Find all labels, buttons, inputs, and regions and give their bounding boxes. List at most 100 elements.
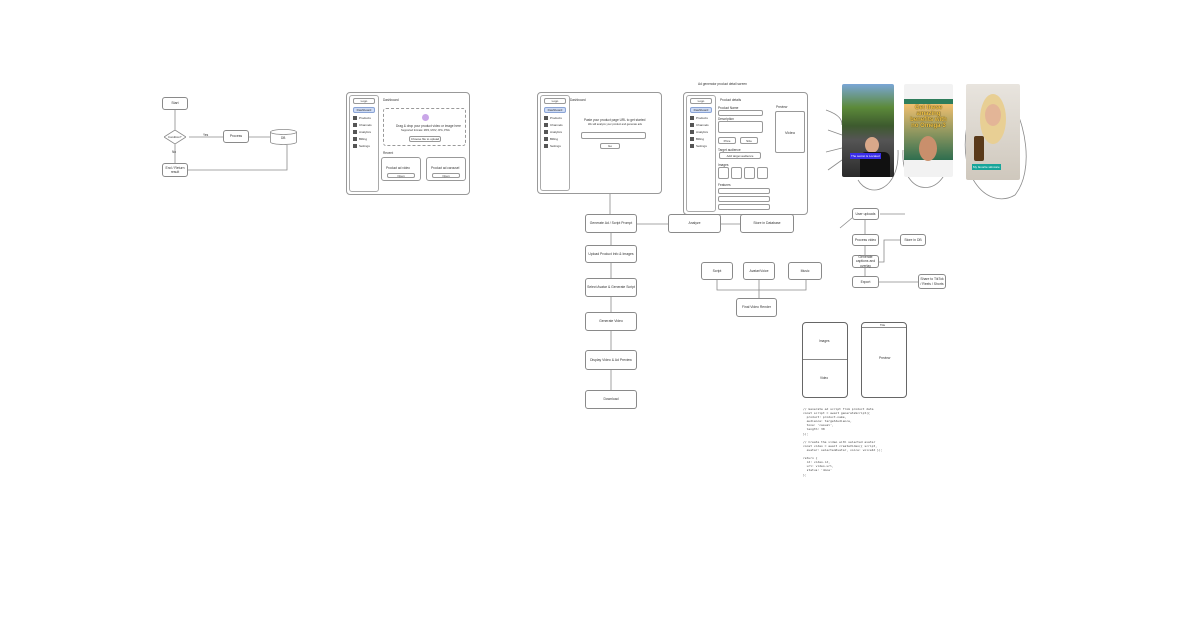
ad-photo-woman[interactable]: My favorite skincare bbox=[966, 84, 1020, 180]
code-line: url: video.url, bbox=[803, 464, 834, 469]
flow-step[interactable]: Generate Video bbox=[585, 312, 637, 331]
ad-photo-man[interactable]: The secret is Located bbox=[842, 84, 894, 177]
merge-output[interactable]: Final Video Render bbox=[736, 298, 777, 317]
photo-headline: Get these amazing benefits with no Omega… bbox=[910, 105, 947, 129]
merge-input[interactable]: Music bbox=[788, 262, 822, 280]
page-title: Dashboard bbox=[570, 98, 586, 102]
sidebar: Logo Dashboard Products Channels Analyti… bbox=[349, 95, 379, 192]
section-label: Recent bbox=[383, 151, 394, 155]
feature-input[interactable] bbox=[718, 204, 770, 210]
nav-item[interactable]: Settings bbox=[690, 144, 707, 148]
merge-input[interactable]: Avatar/Voice bbox=[743, 262, 775, 280]
go-button[interactable]: Go bbox=[600, 143, 620, 149]
flow-start-node[interactable]: Start bbox=[162, 97, 188, 110]
nav-item[interactable]: Billing bbox=[353, 137, 367, 141]
image-slot[interactable] bbox=[731, 167, 742, 179]
nav-item[interactable]: Products bbox=[690, 116, 708, 120]
flow-step[interactable]: Upload Product Info & Images bbox=[585, 245, 637, 263]
right-flow-node[interactable]: Process video bbox=[852, 234, 879, 246]
code-line: id: video.id, bbox=[803, 460, 831, 465]
price-button[interactable]: Price bbox=[718, 137, 736, 144]
product-name-input[interactable] bbox=[718, 110, 763, 116]
face bbox=[919, 136, 937, 161]
open-button[interactable]: Open bbox=[387, 173, 415, 178]
phone-frame-preview: Title Preview bbox=[861, 322, 907, 398]
sidebar: Logo Dashboard Products Channels Analyti… bbox=[686, 95, 716, 212]
code-line: avatar: selectedAvatar, voice: voiceId }… bbox=[803, 447, 883, 452]
nav-item[interactable]: Billing bbox=[544, 137, 558, 141]
right-flow-node[interactable]: Export bbox=[852, 276, 879, 288]
product-bottle bbox=[974, 136, 984, 161]
nav-item[interactable]: Billing bbox=[690, 137, 704, 141]
code-line: // Generate ad script from product data bbox=[803, 407, 874, 411]
nav-item[interactable]: Products bbox=[544, 116, 562, 120]
nav-dashboard[interactable]: Dashboard bbox=[690, 107, 712, 113]
phone-header: Title bbox=[880, 323, 886, 327]
prompt-title: Paste your product page URL to get start… bbox=[584, 118, 646, 122]
feature-input[interactable] bbox=[718, 188, 770, 194]
feature-input[interactable] bbox=[718, 196, 770, 202]
flow-step[interactable]: Generate Ad / Script Prompt bbox=[585, 214, 637, 233]
video-preview[interactable]: Video bbox=[775, 111, 805, 153]
right-flow-node[interactable]: Generate captions and overlay bbox=[852, 255, 879, 268]
store-node[interactable]: Store in Database bbox=[740, 214, 794, 233]
face bbox=[865, 137, 879, 153]
logo: Logo bbox=[690, 98, 712, 104]
nav-item[interactable]: Analytics bbox=[353, 130, 371, 134]
flow-database-node[interactable]: DB bbox=[270, 129, 297, 145]
image-slot[interactable] bbox=[718, 167, 729, 179]
recent-card[interactable]: Product ad carousel Open bbox=[426, 157, 466, 181]
right-flow-side[interactable]: Store in DB bbox=[900, 234, 926, 246]
code-line: const script = await generateScript({ bbox=[803, 411, 870, 416]
wireframe-caption: Ad generator product detail screen bbox=[698, 82, 747, 86]
image-slot[interactable] bbox=[744, 167, 755, 179]
nav-item[interactable]: Analytics bbox=[690, 130, 708, 134]
name-label: Product Name bbox=[718, 106, 739, 110]
nav-item[interactable]: Analytics bbox=[544, 130, 562, 134]
flow-step[interactable]: Select Avatar & Generate Script bbox=[585, 278, 637, 297]
nav-item[interactable]: Channels bbox=[353, 123, 372, 127]
merge-input[interactable]: Script bbox=[701, 262, 733, 280]
no-label: No bbox=[172, 150, 177, 154]
prompt-subtitle: We will analyze your product and generat… bbox=[588, 123, 642, 126]
nav-item[interactable]: Channels bbox=[690, 123, 709, 127]
size-button[interactable]: Size bbox=[740, 137, 758, 144]
upload-icon bbox=[422, 114, 429, 121]
ad-photo-omega[interactable]: Get these amazing benefits with no Omega… bbox=[904, 84, 953, 177]
flow-process-node[interactable]: Process bbox=[223, 130, 249, 143]
url-input[interactable] bbox=[581, 132, 646, 139]
add-audience-button[interactable]: Add target audience bbox=[719, 152, 761, 159]
image-slot[interactable] bbox=[757, 167, 768, 179]
right-flow-node[interactable]: User uploads bbox=[852, 208, 879, 220]
flow-step[interactable]: Download bbox=[585, 390, 637, 409]
flow-step[interactable]: Display Video & Ad Preview bbox=[585, 350, 637, 370]
analyze-node[interactable]: Analyze bbox=[668, 214, 721, 233]
nav-item[interactable]: Settings bbox=[544, 144, 561, 148]
choose-file-button[interactable]: Choose file to upload bbox=[409, 136, 441, 142]
code-line: const video = await createVideo({ script… bbox=[803, 443, 878, 448]
upload-dropzone[interactable]: Drag & drop your product video or image … bbox=[383, 108, 466, 146]
code-line: status: 'done' bbox=[803, 468, 832, 473]
open-button[interactable]: Open bbox=[432, 173, 460, 178]
flow-end-node[interactable]: End / Return result bbox=[162, 163, 188, 177]
code-line: // Create the video with selected avatar bbox=[803, 439, 876, 444]
nav-dashboard[interactable]: Dashboard bbox=[544, 107, 566, 113]
drop-title: Drag & drop your product video or image … bbox=[396, 124, 461, 128]
photo-caption: My favorite skincare bbox=[972, 164, 1001, 170]
recent-card[interactable]: Product ad video Open bbox=[381, 157, 421, 181]
nav-item[interactable]: Settings bbox=[353, 144, 370, 148]
code-line: tone: 'casual', bbox=[803, 423, 834, 428]
wireframe-upload-screen: Logo Dashboard Products Channels Analyti… bbox=[346, 92, 470, 195]
wireframe-url-screen: Logo Dashboard Products Channels Analyti… bbox=[537, 92, 662, 194]
wireframe-product-screen: Logo Dashboard Products Channels Analyti… bbox=[683, 92, 808, 215]
nav-dashboard[interactable]: Dashboard bbox=[353, 107, 375, 113]
divider bbox=[803, 359, 847, 360]
description-input[interactable] bbox=[718, 121, 763, 133]
right-flow-side[interactable]: Share to TikTok / Reels / Shorts bbox=[918, 274, 946, 289]
flow-decision-node[interactable]: Condition? bbox=[164, 130, 186, 144]
nav-item[interactable]: Products bbox=[353, 116, 371, 120]
sidebar: Logo Dashboard Products Channels Analyti… bbox=[540, 95, 570, 191]
phone-frame-split: Images Video bbox=[802, 322, 848, 398]
nav-item[interactable]: Channels bbox=[544, 123, 563, 127]
